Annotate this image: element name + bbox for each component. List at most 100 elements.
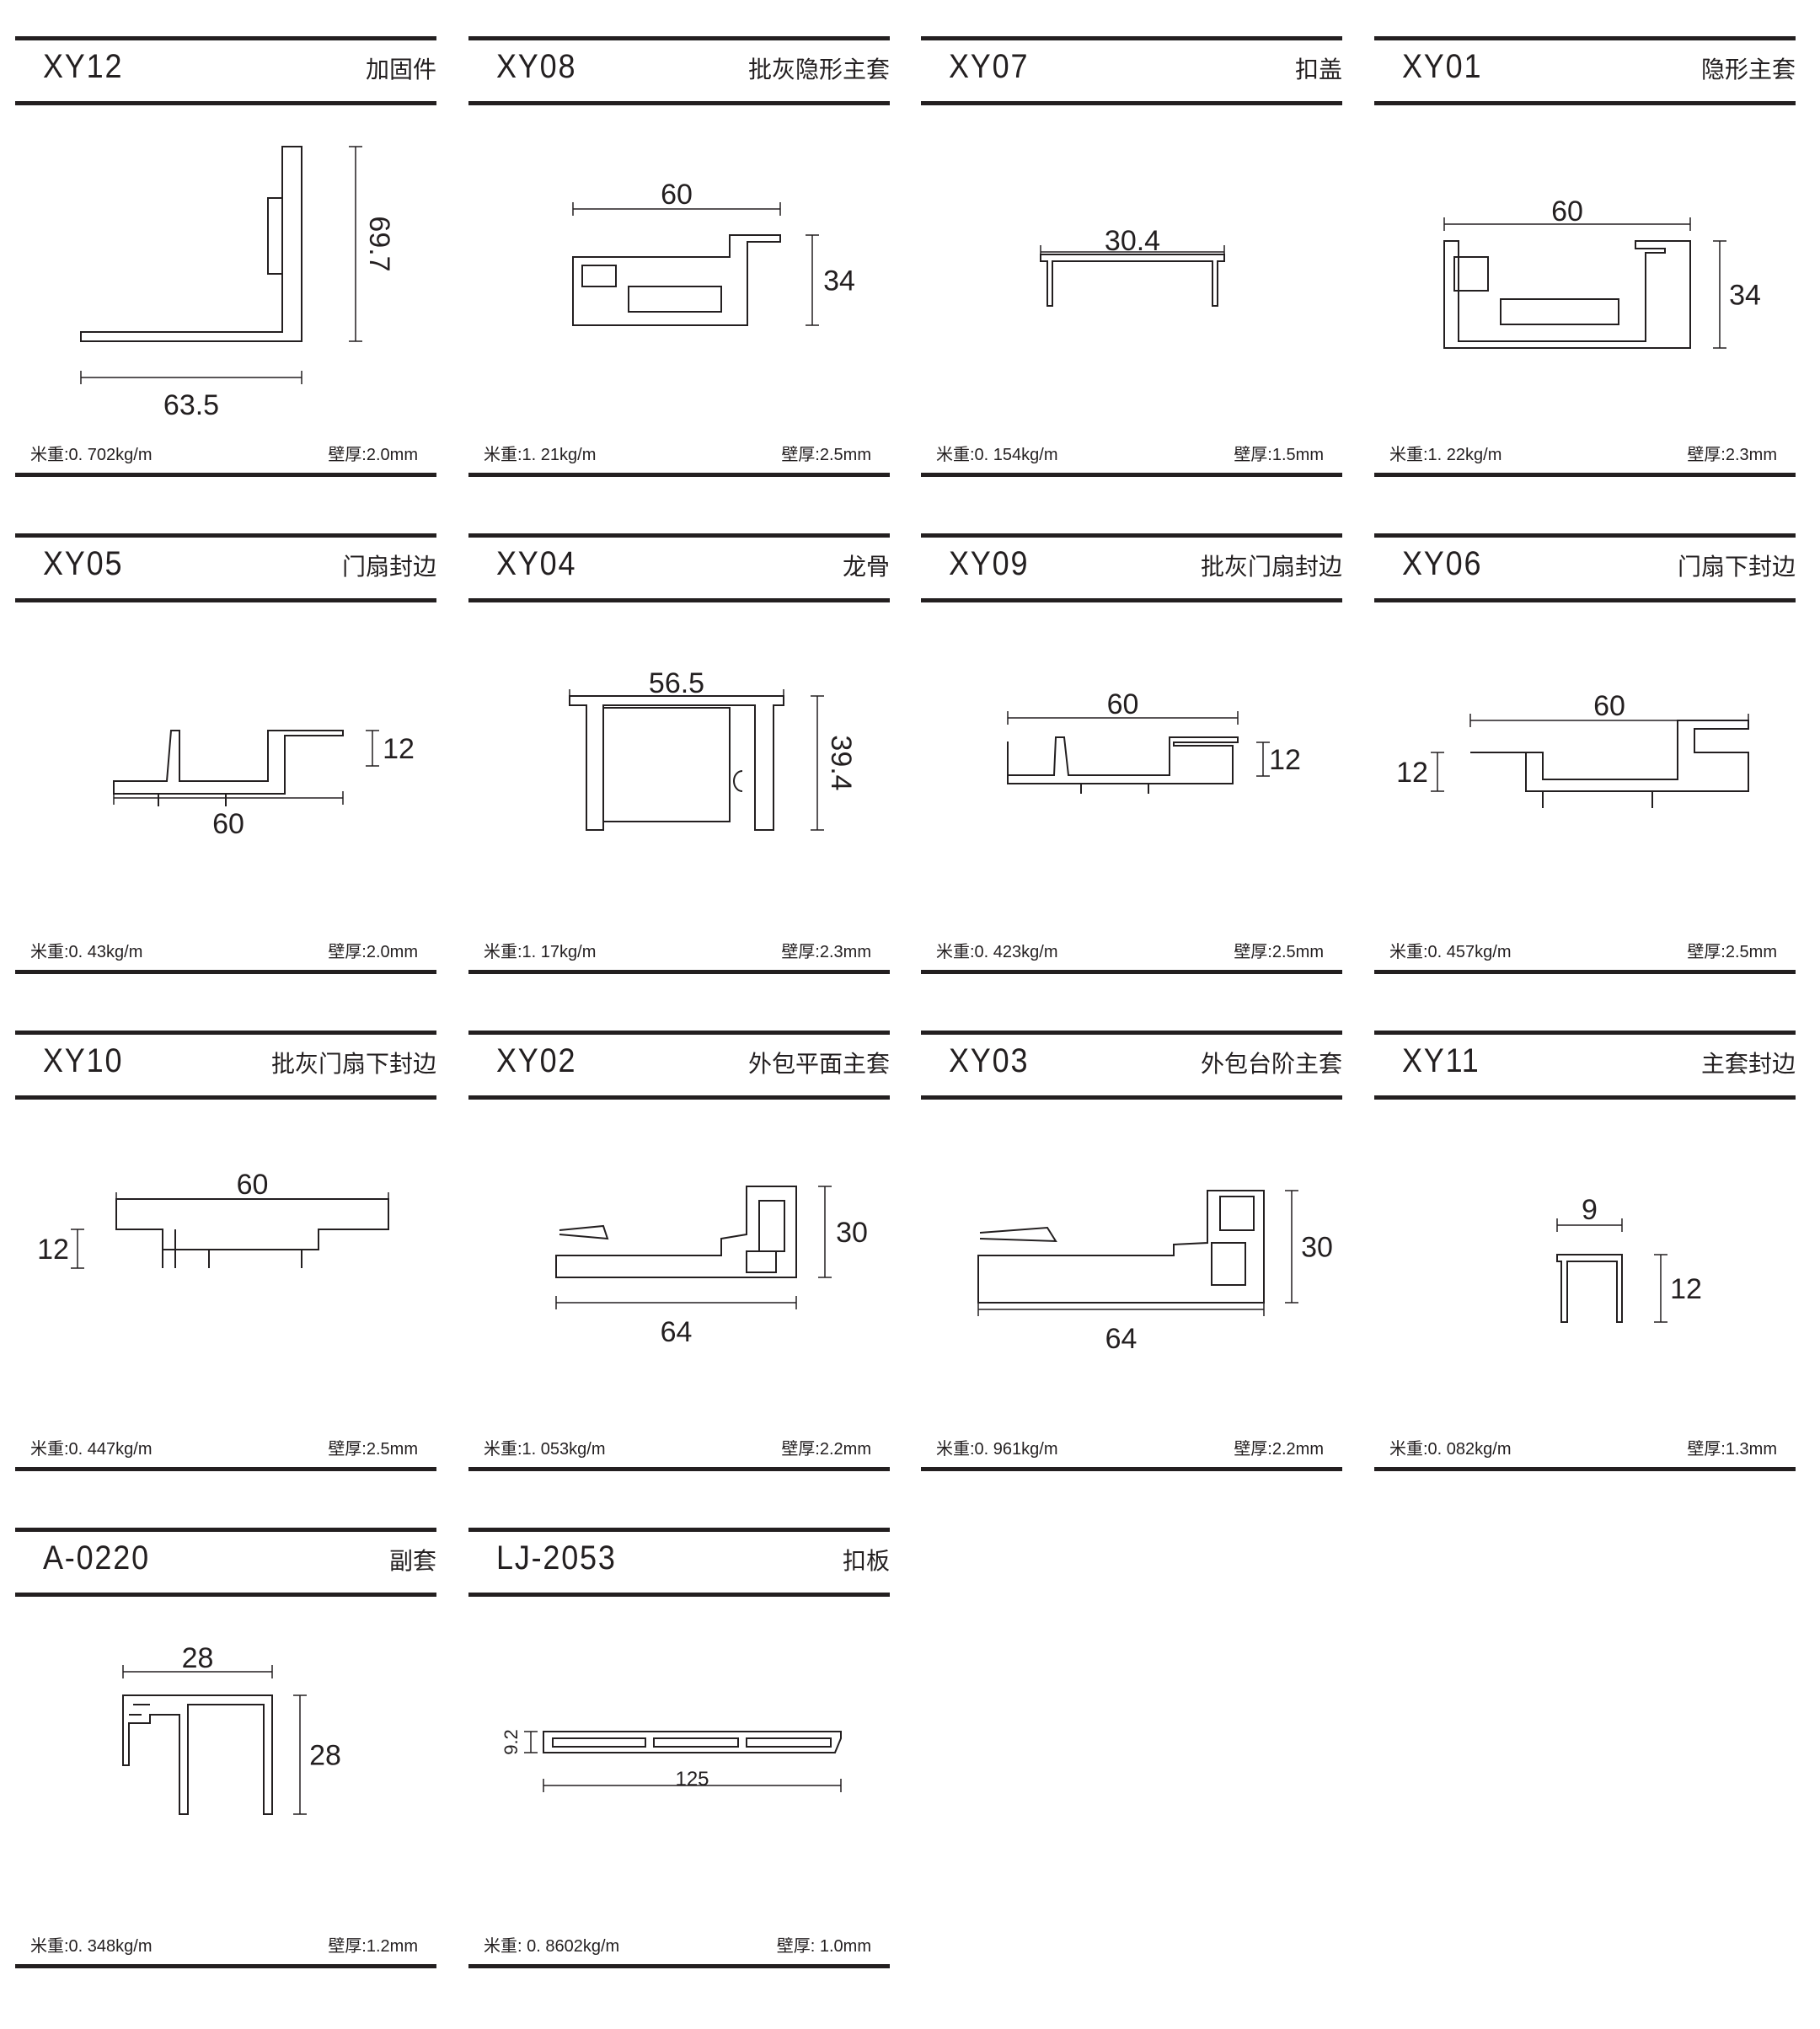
profile-code: A-0220 bbox=[43, 1539, 150, 1577]
weight-per-meter: 米重:1. 21kg/m bbox=[484, 446, 597, 464]
profile-outline bbox=[1040, 254, 1225, 307]
weight-per-meter: 米重:0. 457kg/m bbox=[1389, 943, 1512, 961]
wall-thickness: 壁厚:2.0mm bbox=[328, 446, 418, 464]
profile-name: 副套 bbox=[388, 1547, 436, 1575]
profile-code: XY03 bbox=[949, 1042, 1030, 1079]
wall-thickness: 壁厚:1.3mm bbox=[1687, 1440, 1777, 1459]
divider bbox=[15, 1964, 436, 1968]
divider bbox=[15, 533, 436, 538]
divider bbox=[15, 970, 436, 974]
profile-outline bbox=[569, 695, 784, 831]
wall-thickness: 壁厚:2.5mm bbox=[328, 1440, 418, 1459]
width-dimension-label: 64 bbox=[661, 1316, 693, 1348]
wall-thickness: 壁厚:2.2mm bbox=[781, 1440, 871, 1459]
divider bbox=[921, 36, 1342, 40]
divider bbox=[15, 598, 436, 602]
wall-thickness: 壁厚:2.2mm bbox=[1234, 1440, 1324, 1459]
width-dimension-label: 60 bbox=[1107, 688, 1139, 720]
wall-thickness: 壁厚:1.5mm bbox=[1234, 446, 1324, 464]
profile-drawing: 30.4 bbox=[1040, 225, 1225, 307]
divider bbox=[468, 1528, 890, 1532]
height-dimension-label: 9.2 bbox=[500, 1729, 522, 1755]
profile-name: 外包台阶主套 bbox=[1200, 1050, 1342, 1078]
profile-name: 门扇下封边 bbox=[1677, 553, 1796, 581]
weight-per-meter: 米重:1. 17kg/m bbox=[484, 943, 597, 961]
divider bbox=[1374, 533, 1796, 538]
profile-outline bbox=[122, 1694, 273, 1815]
profile-code: XY09 bbox=[949, 545, 1030, 582]
profile-name: 加固件 bbox=[365, 56, 436, 83]
weight-per-meter: 米重:0. 154kg/m bbox=[936, 446, 1058, 464]
weight-per-meter: 米重:0. 702kg/m bbox=[30, 446, 153, 464]
profile-code: XY06 bbox=[1402, 545, 1483, 582]
divider bbox=[15, 1593, 436, 1597]
profile-code: XY02 bbox=[496, 1042, 577, 1079]
profile-outline bbox=[572, 234, 781, 326]
divider bbox=[15, 36, 436, 40]
divider bbox=[921, 1095, 1342, 1100]
divider bbox=[468, 598, 890, 602]
divider bbox=[468, 1467, 890, 1471]
profile-name: 隐形主套 bbox=[1700, 56, 1796, 83]
divider bbox=[468, 101, 890, 105]
divider bbox=[1374, 1031, 1796, 1035]
profile-outline bbox=[1470, 720, 1749, 808]
height-dimension-label: 12 bbox=[383, 733, 415, 765]
profile-code: LJ-2053 bbox=[496, 1539, 617, 1577]
height-dimension-label: 12 bbox=[37, 1234, 69, 1266]
height-dimension-label: 34 bbox=[823, 265, 855, 297]
profile-name: 扣板 bbox=[842, 1547, 890, 1575]
height-dimension-label: 39.4 bbox=[825, 735, 857, 790]
profile-name: 主套封边 bbox=[1700, 1050, 1796, 1078]
profile-outline bbox=[1556, 1254, 1623, 1323]
profile-code: XY05 bbox=[43, 545, 124, 582]
divider bbox=[1374, 598, 1796, 602]
profile-outline bbox=[1007, 736, 1239, 794]
profile-code: XY01 bbox=[1402, 48, 1483, 85]
wall-thickness: 壁厚:2.0mm bbox=[328, 943, 418, 961]
weight-per-meter: 米重:1. 053kg/m bbox=[484, 1440, 606, 1459]
divider bbox=[921, 970, 1342, 974]
height-dimension-label: 12 bbox=[1269, 744, 1301, 776]
profile-card: LJ-2053 扣板 米重: 0. 8602kg/m 壁厚: 1.0mm 125… bbox=[468, 1528, 890, 1968]
width-dimension-label: 63.5 bbox=[163, 389, 219, 421]
profile-name: 扣盖 bbox=[1294, 56, 1342, 83]
profile-name: 批灰隐形主套 bbox=[747, 56, 890, 83]
weight-per-meter: 米重:0. 082kg/m bbox=[1389, 1440, 1512, 1459]
divider bbox=[921, 473, 1342, 477]
divider bbox=[15, 1031, 436, 1035]
weight-per-meter: 米重:0. 961kg/m bbox=[936, 1440, 1058, 1459]
width-dimension-label: 60 bbox=[1593, 690, 1625, 722]
wall-thickness: 壁厚:2.5mm bbox=[1687, 943, 1777, 961]
divider bbox=[468, 1031, 890, 1035]
divider bbox=[468, 1964, 890, 1968]
divider bbox=[921, 101, 1342, 105]
divider bbox=[468, 970, 890, 974]
divider bbox=[468, 1095, 890, 1100]
divider bbox=[1374, 1095, 1796, 1100]
profile-name: 批灰门扇封边 bbox=[1200, 553, 1342, 581]
divider bbox=[921, 1467, 1342, 1471]
height-dimension-label: 30 bbox=[836, 1217, 868, 1249]
width-dimension-label: 60 bbox=[212, 808, 244, 840]
profile-outline bbox=[113, 730, 344, 806]
wall-thickness: 壁厚:1.2mm bbox=[328, 1937, 418, 1956]
profile-name: 龙骨 bbox=[842, 553, 890, 581]
wall-thickness: 壁厚:2.5mm bbox=[781, 446, 871, 464]
divider bbox=[15, 473, 436, 477]
divider bbox=[468, 473, 890, 477]
width-dimension-label: 56.5 bbox=[649, 667, 704, 699]
divider bbox=[1374, 101, 1796, 105]
divider bbox=[15, 1095, 436, 1100]
